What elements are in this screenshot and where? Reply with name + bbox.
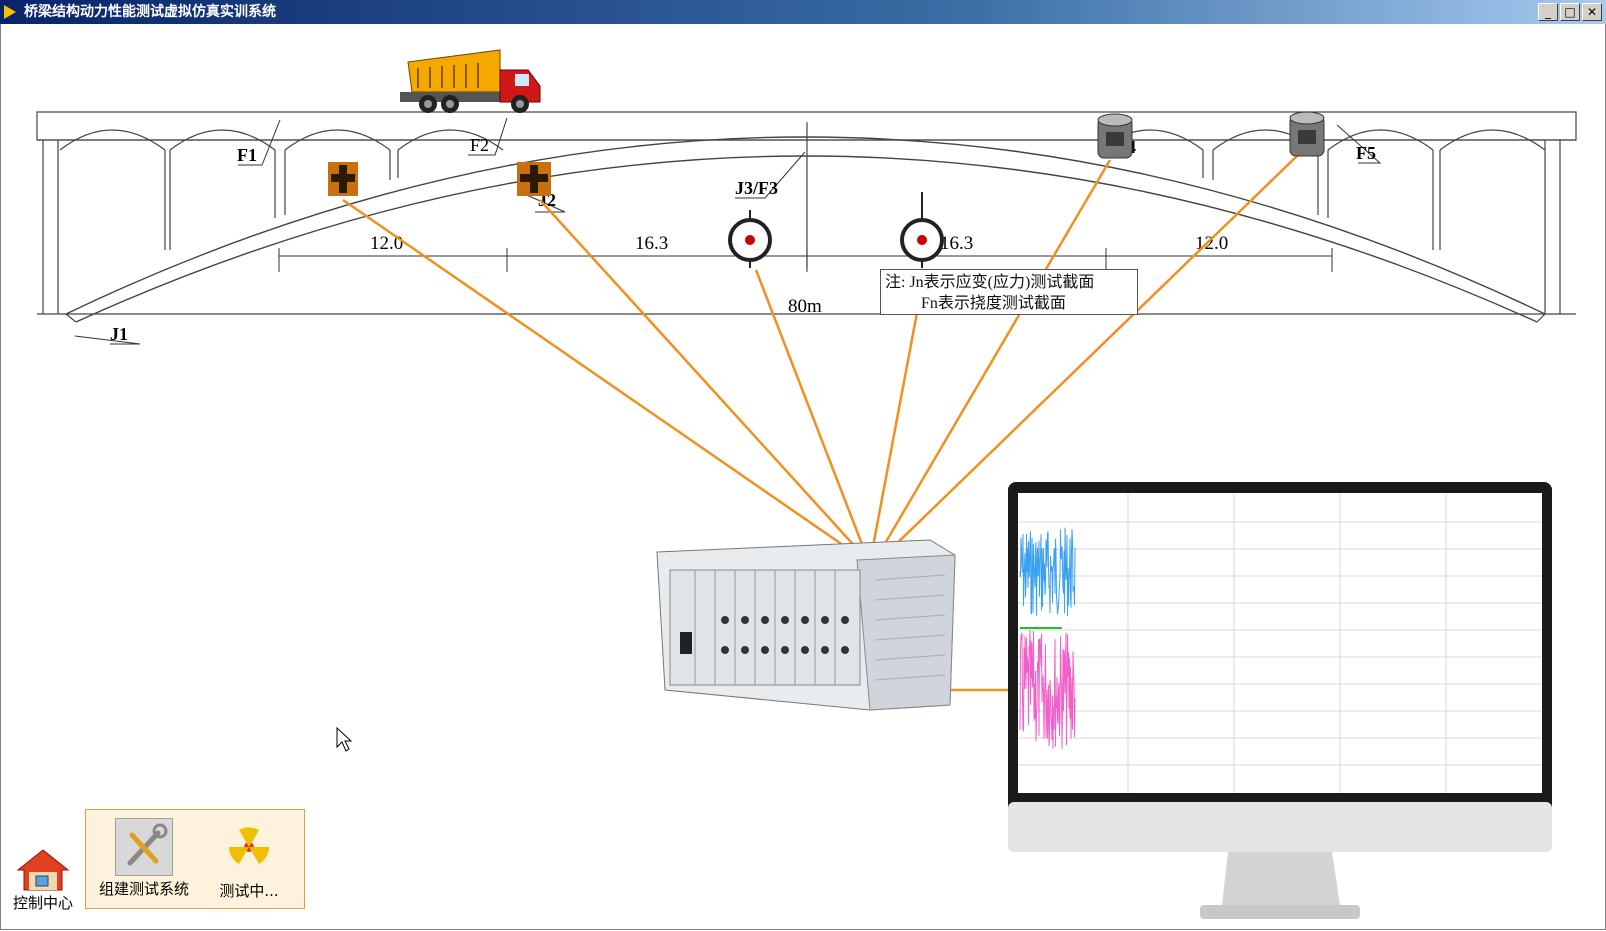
signal-trace-top: [1019, 527, 1076, 617]
dial-gauge-sensor-f3[interactable]: [728, 210, 772, 268]
house-icon: [16, 849, 70, 891]
dimension-label-3: 16.3: [940, 233, 973, 254]
minimize-button[interactable]: _: [1538, 3, 1558, 21]
signal-trace-bottom: [1019, 630, 1076, 749]
testing-button[interactable]: 测试中...: [204, 822, 294, 901]
dimension-label-4: 12.0: [1195, 233, 1228, 254]
label-f2: F2: [470, 135, 489, 155]
window-title: 桥梁结构动力性能测试虚拟仿真实训系统: [24, 4, 276, 20]
wrench-screwdriver-icon: [115, 818, 173, 876]
legend-note: 注: Jn表示应变(应力)测试截面 Fn表示挠度测试截面: [880, 269, 1138, 315]
accelerometer-sensor-j4[interactable]: [1097, 113, 1133, 159]
mouse-cursor-icon: [336, 727, 352, 752]
build-test-system-label: 组建测试系统: [98, 880, 189, 898]
tool-panel: 组建测试系统 测试中...: [85, 809, 305, 909]
dump-truck[interactable]: [400, 49, 541, 113]
build-test-system-button[interactable]: 组建测试系统: [94, 818, 194, 899]
dimension-label-1: 12.0: [370, 233, 403, 254]
dial-gauge-sensor[interactable]: [900, 192, 944, 268]
radiation-icon: [220, 822, 278, 880]
dimension-label-2: 16.3: [635, 233, 668, 254]
accelerometer-sensor-f5[interactable]: [1289, 111, 1325, 157]
strain-gauge-sensor-j1[interactable]: [328, 162, 358, 196]
legend-note-line2: Fn表示挠度测试截面: [921, 295, 1066, 312]
sensor-cables: [342, 154, 1299, 692]
app-icon: [4, 5, 16, 19]
bridge-structure: [36, 111, 1577, 323]
bridge-test-scene: 12.0 16.3 16.3 12.0 80m F1 F2 J1 J2 J3/F…: [36, 49, 1577, 919]
maximize-button[interactable]: □: [1560, 3, 1580, 21]
label-f5: F5: [1356, 143, 1376, 163]
control-center-label: 控制中心: [12, 894, 73, 912]
monitor: [1008, 482, 1552, 919]
title-bar: 桥梁结构动力性能测试虚拟仿真实训系统 _ □ ✕: [0, 0, 1606, 24]
section-leaders: [74, 117, 1382, 345]
dimension-line: [278, 248, 1333, 272]
close-button[interactable]: ✕: [1582, 3, 1602, 21]
signal-chart: [1018, 493, 1542, 793]
data-acquisition-unit[interactable]: [656, 539, 956, 711]
legend-note-line1: 注: Jn表示应变(应力)测试截面: [885, 274, 1095, 291]
label-f1: F1: [237, 145, 257, 165]
strain-gauge-sensor-j2[interactable]: [517, 162, 551, 196]
label-j1: J1: [110, 324, 128, 344]
label-j3f3: J3/F3: [735, 178, 778, 198]
testing-label: 测试中...: [219, 882, 279, 900]
span-label: 80m: [788, 296, 822, 317]
control-center-button[interactable]: 控制中心: [6, 848, 80, 913]
